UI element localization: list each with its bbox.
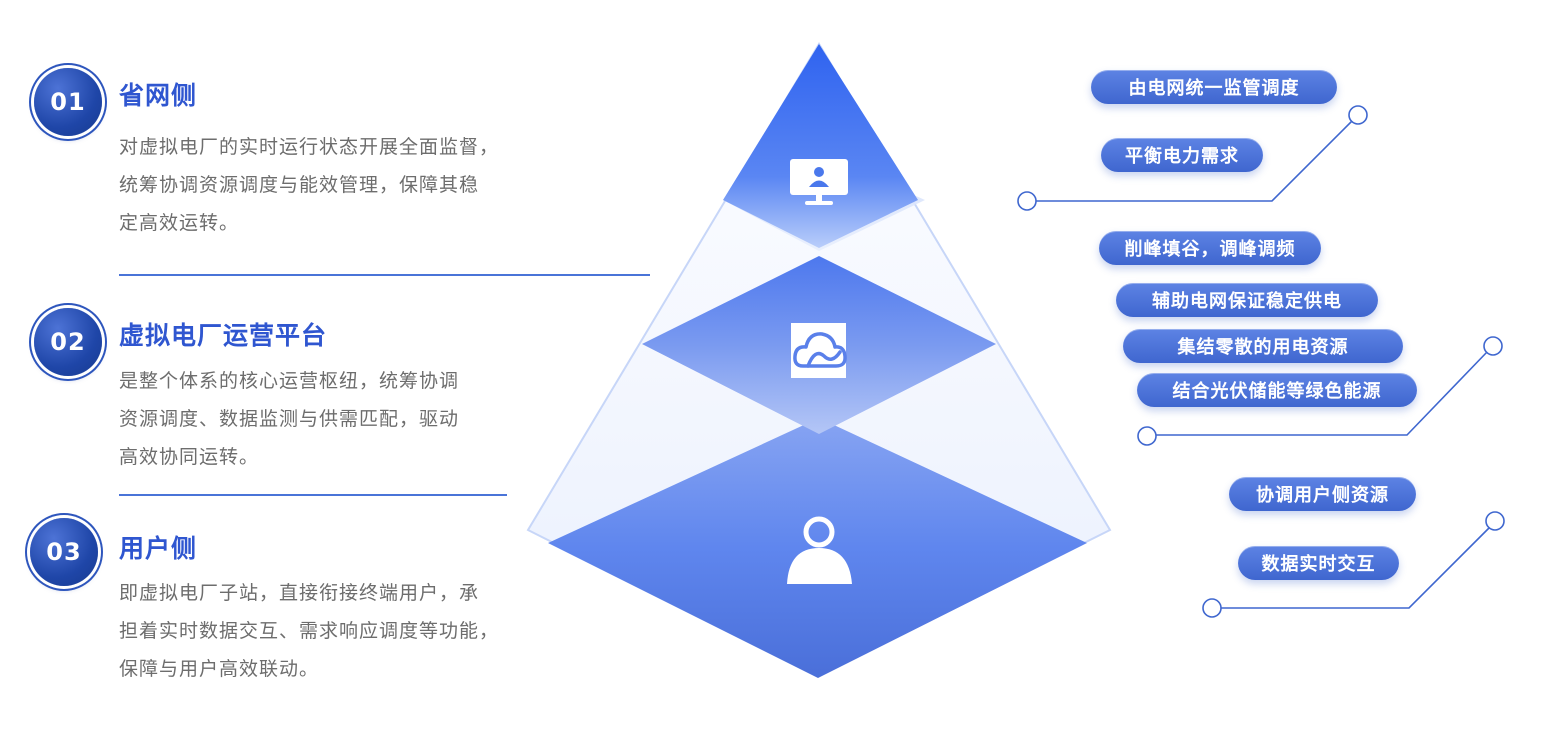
separator-line [119,274,650,276]
number-badge-03: 03 [30,518,98,586]
tag-grid-supervision: 由电网统一监管调度 [1091,70,1337,104]
monitor-user-icon [790,159,848,205]
tag-realtime-data: 数据实时交互 [1238,546,1399,580]
tag-coordinate-user: 协调用户侧资源 [1229,477,1416,511]
section-desc-provincial-grid: 对虚拟电厂的实时运行状态开展全面监督， 统筹协调资源调度与能效管理，保障其稳 定… [119,128,499,242]
desc-line: 即虚拟电厂子站，直接衔接终端用户，承 [119,582,480,604]
section-title-user-side: 用户侧 [119,534,198,563]
section-title-provincial-grid: 省网侧 [119,81,198,110]
tag-aggregate-resources: 集结零散的用电资源 [1123,329,1403,363]
desc-line: 是整个体系的核心运营枢纽，统筹协调 [119,370,460,392]
section-desc-user-side: 即虚拟电厂子站，直接衔接终端用户，承 担着实时数据交互、需求响应调度等功能， 保… [119,574,499,688]
bottom-layer [548,418,1087,678]
separator-line [119,494,507,496]
tag-green-energy: 结合光伏储能等绿色能源 [1137,373,1417,407]
desc-line: 高效协同运转。 [119,446,260,468]
tag-peak-shaving: 削峰填谷，调峰调频 [1099,231,1321,265]
section-title-vpp-platform: 虚拟电厂运营平台 [119,321,328,350]
connector-line [1137,336,1503,446]
connector-line [1017,105,1368,211]
number-badge-02: 02 [34,308,102,376]
tag-grid-stability: 辅助电网保证稳定供电 [1116,283,1378,317]
user-icon [787,516,852,584]
tag-balance-demand: 平衡电力需求 [1101,138,1263,172]
desc-line: 担着实时数据交互、需求响应调度等功能， [119,620,500,642]
desc-line: 资源调度、数据监测与供需匹配，驱动 [119,408,460,430]
top-layer [723,44,918,248]
section-desc-vpp-platform: 是整个体系的核心运营枢纽，统筹协调 资源调度、数据监测与供需匹配，驱动 高效协同… [119,362,459,476]
desc-line: 保障与用户高效联动。 [119,658,320,680]
desc-line: 统筹协调资源调度与能效管理，保障其稳 [119,174,480,196]
connector-line [1202,511,1505,618]
number-badge-01: 01 [34,68,102,136]
desc-line: 定高效运转。 [119,212,240,234]
cloud-icon [791,323,847,378]
desc-line: 对虚拟电厂的实时运行状态开展全面监督， [119,136,500,158]
